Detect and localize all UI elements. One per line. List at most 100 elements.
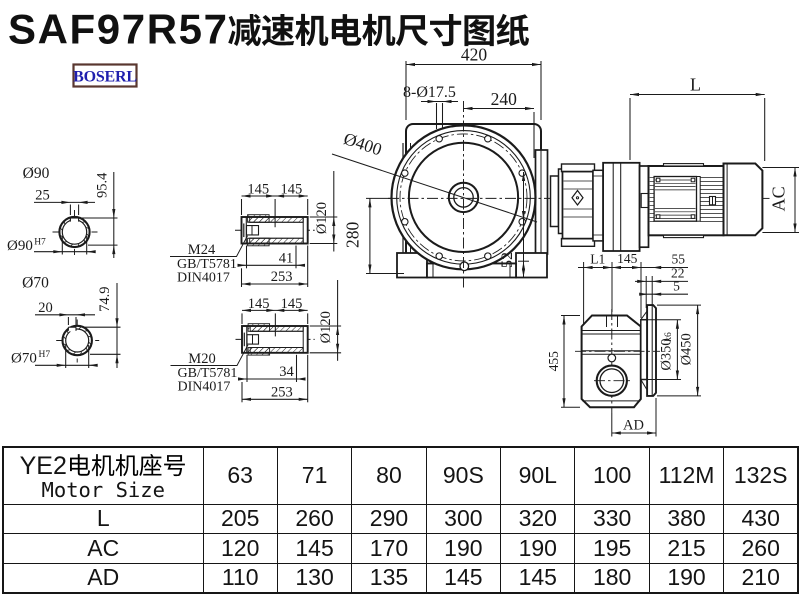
- title-glyph: [295, 13, 329, 47]
- header-glyph: [163, 455, 185, 477]
- dim-front-bolt-holes: 8-Ø17.5: [403, 84, 456, 101]
- title-glyph: [228, 13, 261, 47]
- table-cell: 170: [351, 533, 427, 564]
- table-cell: 190: [425, 533, 502, 564]
- dim-m24-len2: 145: [281, 181, 303, 197]
- dim-side-5: 5: [673, 278, 680, 293]
- dim-front-foot-height: 52: [499, 252, 516, 268]
- table-cell: 290: [351, 503, 427, 535]
- table-cell: 190: [500, 533, 576, 564]
- table-cell: 300: [425, 503, 502, 535]
- title-glyph: [395, 15, 429, 47]
- dim-m24-od: Ø120: [314, 202, 330, 234]
- table-col-header: 132S: [723, 446, 799, 505]
- table-row-label: L: [2, 503, 204, 535]
- table-cell: 205: [202, 503, 278, 535]
- title-glyph: [362, 13, 396, 47]
- logo-border: [72, 63, 138, 88]
- table-cell: 190: [648, 562, 725, 594]
- title-glyph: [331, 14, 362, 46]
- header-glyph: [91, 454, 115, 477]
- dim-front-flange-dia: Ø400: [341, 128, 384, 159]
- dim-shaft70-od: Ø70: [22, 275, 49, 292]
- table-col-header: 100: [574, 446, 650, 505]
- dim-shaft90-od: Ø90: [23, 165, 50, 182]
- table-header-cjk-glyphs: [69, 454, 185, 477]
- table-col-header: 63: [202, 446, 278, 505]
- dim-m24-total-len: 253: [271, 269, 293, 285]
- page-title-cjk-glyphs: [228, 13, 529, 47]
- table-header-en: Motor Size: [41, 478, 165, 503]
- dim-m24-std2: DIN4017: [177, 271, 230, 286]
- dim-shaft90-key-width: 25: [35, 188, 50, 204]
- dim-m20-std2: DIN4017: [178, 380, 231, 395]
- dim-m20-std1: GB/T5781: [178, 366, 238, 381]
- table-cell: 210: [723, 562, 799, 594]
- table-cell: 145: [500, 562, 576, 594]
- dim-m24-std1: GB/T5781: [177, 257, 237, 272]
- view-output-side: L1 145 55 22 5 455 Ø350 k6 Ø450 AD: [546, 251, 701, 437]
- dim-side-flange: Ø450: [679, 333, 695, 365]
- table-cell: 260: [276, 503, 353, 535]
- dim-shaft90-key-depth: 95.4: [94, 172, 110, 198]
- header-glyph: [139, 454, 162, 477]
- table-col-header: 80: [351, 446, 427, 505]
- table-row-label: AC: [2, 533, 204, 564]
- dim-shaft70-bore: Ø70: [11, 350, 37, 366]
- title-glyph: [496, 13, 529, 47]
- dim-side-22: 22: [671, 266, 685, 281]
- header-glyph: [69, 454, 90, 476]
- title-glyph: [261, 13, 295, 46]
- title-glyph: [430, 13, 462, 47]
- title-glyph: [464, 15, 494, 47]
- view-hollow-shaft-section-70: 20 Ø70 74.9 Ø70 H7: [11, 275, 121, 368]
- view-shaft-end-m24: 145 145 Ø120 M24 GB/T5781 DIN4017 41 253: [170, 171, 338, 287]
- page-title-model: SAF97R57: [8, 6, 229, 53]
- dim-front-width: 420: [461, 45, 488, 65]
- dim-m24-screw-len: 41: [279, 251, 294, 267]
- dim-side-ad: AD: [623, 418, 644, 434]
- dim-shaft70-key-depth: 74.9: [97, 287, 113, 312]
- table-cell: 130: [276, 562, 353, 594]
- table-cell: 330: [574, 503, 650, 535]
- view-hollow-shaft-section-90: 25 Ø90 95.4 Ø90 H7: [7, 165, 118, 258]
- dim-m24-screw: M24: [188, 242, 216, 258]
- dim-m20-screw: M20: [188, 351, 215, 367]
- dim-m20-len2: 145: [281, 296, 303, 312]
- dim-shaft70-key-width: 20: [38, 300, 53, 316]
- brand-logo: BOSERL: [72, 63, 138, 88]
- table-cell: 260: [723, 533, 799, 564]
- table-header-cell: YE2 Motor Size: [2, 446, 204, 505]
- dim-front-half-width: 240: [491, 89, 518, 109]
- logo-text: BOSERL: [73, 69, 137, 86]
- dim-motor-dia: AC: [769, 186, 789, 211]
- table-cell: 215: [648, 533, 725, 564]
- dim-m20-total-len: 253: [271, 385, 293, 401]
- dim-m24-len1: 145: [247, 181, 269, 197]
- dim-m20-screw-len: 34: [279, 364, 294, 380]
- dim-m20-od: Ø120: [318, 311, 334, 343]
- dim-motor-length: L: [690, 74, 701, 94]
- header-glyph: [115, 454, 139, 477]
- table-cell: 120: [202, 533, 278, 564]
- dim-side-l1: L1: [590, 251, 605, 266]
- technical-drawing: 25 Ø90 95.4 Ø90 H7 20 Ø70 74.9 Ø70 H7 14…: [7, 6, 799, 437]
- dim-side-spigot-tol: k6: [664, 332, 674, 342]
- table-cell: 430: [723, 503, 799, 535]
- table-col-header: 90L: [500, 446, 576, 505]
- dim-side-height: 455: [546, 351, 561, 372]
- view-main-front: Ø400 420 8-Ø17.5 240 280 52: [331, 45, 772, 288]
- dim-shaft90-bore-tol: H7: [34, 237, 46, 247]
- dim-shaft70-bore-tol: H7: [39, 350, 51, 360]
- table-header-series: YE2: [19, 452, 67, 481]
- view-motor-side: L AC: [549, 74, 799, 252]
- dim-side-55: 55: [672, 251, 686, 266]
- table-cell: 320: [500, 503, 576, 535]
- page-title: SAF97R57: [8, 6, 529, 53]
- table-cell: 180: [574, 562, 650, 594]
